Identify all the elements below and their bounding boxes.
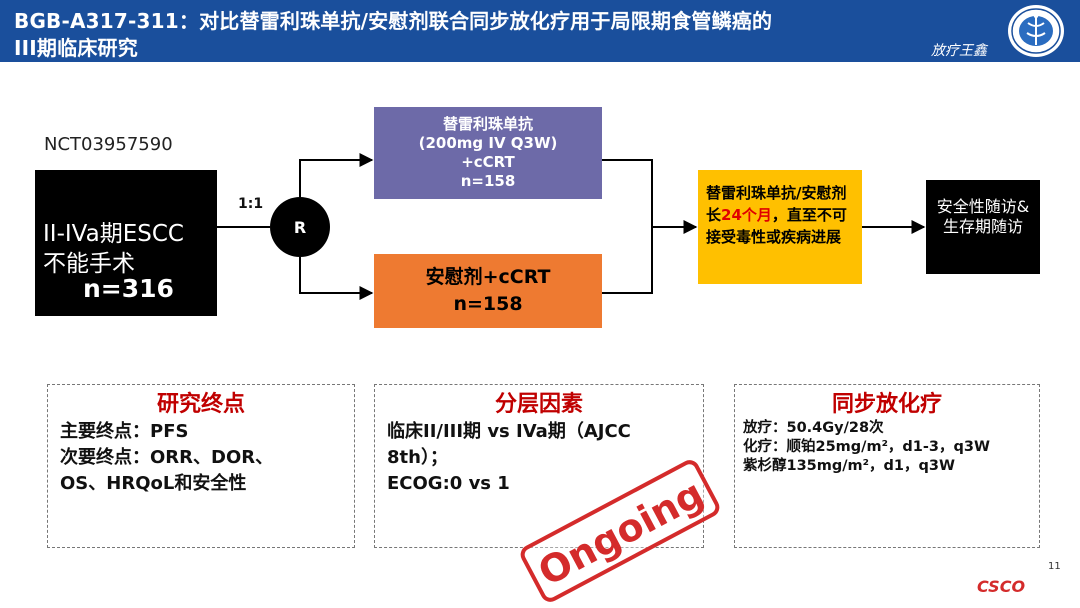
connector-arms-merge <box>602 159 653 294</box>
endpoints-panel: 研究终点 主要终点：PFS 次要终点：ORR、DOR、 OS、HRQoL和安全性 <box>47 384 355 548</box>
stratification-line-ecog: ECOG:0 vs 1 <box>387 473 510 494</box>
randomization-node: R <box>270 197 330 257</box>
population-inoperable: 不能手术 <box>43 251 135 277</box>
ccrt-content: 放疗：50.4Gy/28次 化疗：顺铂25mg/m²，d1-3，q3W 紫杉醇1… <box>735 419 1039 476</box>
trial-id: NCT03957590 <box>44 134 173 155</box>
connector-r-to-arm1 <box>299 153 374 197</box>
ccrt-line-cisplatin: 化疗：顺铂25mg/m²，d1-3，q3W <box>743 439 990 455</box>
slide-title-line-1: BGB-A317-311：对比替雷利珠单抗/安慰剂联合同步放化疗用于局限期食管鳞… <box>14 9 773 33</box>
arm1-ccrt: +cCRT <box>461 153 515 171</box>
connector-r-to-arm2 <box>299 257 374 300</box>
endpoints-title: 研究终点 <box>156 392 245 417</box>
ccrt-line-radiotherapy: 放疗：50.4Gy/28次 <box>743 420 884 436</box>
slide-title-line-2: III期临床研究 <box>14 36 138 60</box>
followup-box: 安全性随访&生存期随访 <box>926 180 1040 274</box>
header-bar: BGB-A317-311：对比替雷利珠单抗/安慰剂联合同步放化疗用于局限期食管鳞… <box>0 0 1080 62</box>
arm-tislelizumab-box: 替雷利珠单抗 (200mg IV Q3W) +cCRT n=158 <box>374 107 602 199</box>
society-emblem-icon <box>1008 5 1064 57</box>
endpoint-line-secondary: 次要终点：ORR、DOR、 <box>60 447 274 468</box>
arm2-label: 安慰剂+cCRT <box>425 266 551 288</box>
csco-logo: CSCO <box>977 577 1026 596</box>
ccrt-panel: 同步放化疗 放疗：50.4Gy/28次 化疗：顺铂25mg/m²，d1-3，q3… <box>734 384 1040 548</box>
population-box: II-IVa期ESCC 不能手术 n=316 <box>35 170 217 316</box>
arm1-n: n=158 <box>460 172 516 190</box>
endpoint-line-secondary-cont: OS、HRQoL和安全性 <box>60 473 247 494</box>
endpoints-content: 主要终点：PFS 次要终点：ORR、DOR、 OS、HRQoL和安全性 <box>48 419 354 497</box>
arm-placebo-box: 安慰剂+cCRT n=158 <box>374 254 602 328</box>
ccrt-line-paclitaxel: 紫杉醇135mg/m²，d1，q3W <box>743 458 955 474</box>
maintenance-duration: 24个月 <box>721 206 772 224</box>
stratification-content: 临床II/III期 vs IVa期（AJCC 8th）； ECOG:0 vs 1 <box>375 419 703 497</box>
maintenance-text-pre: 替雷利珠单抗/安慰剂长 <box>706 184 847 224</box>
author-signature: 放疗王鑫 <box>931 43 987 59</box>
arm1-drug: 替雷利珠单抗 <box>442 115 533 133</box>
maintenance-text-post: ，直至不可接受毒性或疾病进展 <box>706 206 847 246</box>
stratification-title: 分层因素 <box>494 392 583 417</box>
stratification-line-stage: 临床II/III期 vs IVa期（AJCC 8th）； <box>387 421 631 468</box>
arm2-n: n=158 <box>453 293 523 315</box>
population-n: n=316 <box>83 274 174 303</box>
stratification-panel: 分层因素 临床II/III期 vs IVa期（AJCC 8th）； ECOG:0… <box>374 384 704 548</box>
maintenance-box: 替雷利珠单抗/安慰剂长24个月，直至不可接受毒性或疾病进展 <box>698 170 862 284</box>
arm1-dose: (200mg IV Q3W) <box>418 134 558 152</box>
randomization-ratio: 1:1 <box>238 196 264 212</box>
ccrt-title: 同步放化疗 <box>831 392 942 417</box>
page-number: 11 <box>1048 561 1061 572</box>
endpoint-line-primary: 主要终点：PFS <box>60 421 189 442</box>
population-stage: II-IVa期ESCC <box>43 221 184 247</box>
